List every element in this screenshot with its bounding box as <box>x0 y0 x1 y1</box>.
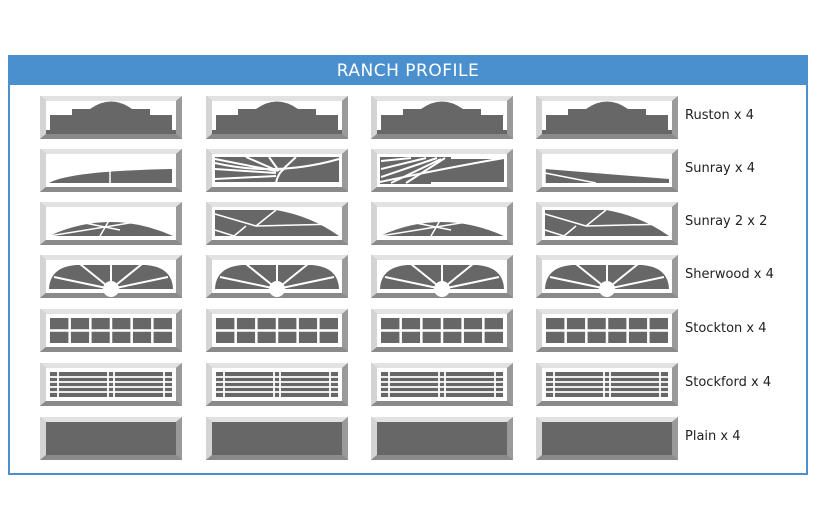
stockford-window-insert-4 <box>536 363 678 406</box>
sunray2-window-insert-4 <box>536 202 678 245</box>
stockton-window-insert-4 <box>536 309 678 352</box>
sunray2-window-insert-1 <box>40 202 182 245</box>
sunray2-window-insert-2 <box>206 202 348 245</box>
sherwood-window-insert-1 <box>40 255 182 298</box>
stockford-window-insert-1 <box>40 363 182 406</box>
row-label-sherwood: Sherwood x 4 <box>685 267 774 282</box>
ruston-window-insert-4 <box>536 96 678 139</box>
row-label-sunray2: Sunray 2 x 2 <box>685 214 768 229</box>
ruston-window-insert-3 <box>371 96 513 139</box>
stockton-window-insert-2 <box>206 309 348 352</box>
sunray-window-insert-4 <box>536 149 678 192</box>
ruston-window-insert-2 <box>206 96 348 139</box>
plain-window-insert-1 <box>40 417 182 460</box>
plain-window-insert-4 <box>536 417 678 460</box>
stockton-window-insert-1 <box>40 309 182 352</box>
ranch-profile-panel: RANCH PROFILE <box>8 55 808 475</box>
row-label-plain: Plain x 4 <box>685 429 741 444</box>
sherwood-window-insert-3 <box>371 255 513 298</box>
row-label-stockton: Stockton x 4 <box>685 321 767 336</box>
stockford-window-insert-3 <box>371 363 513 406</box>
stockton-window-insert-3 <box>371 309 513 352</box>
row-label-ruston: Ruston x 4 <box>685 108 754 123</box>
ruston-window-insert-1 <box>40 96 182 139</box>
panel-title: RANCH PROFILE <box>10 57 806 85</box>
stockford-window-insert-2 <box>206 363 348 406</box>
sunray-window-insert-1 <box>40 149 182 192</box>
sherwood-window-insert-4 <box>536 255 678 298</box>
plain-window-insert-2 <box>206 417 348 460</box>
row-label-stockford: Stockford x 4 <box>685 375 772 390</box>
sunray-window-insert-3 <box>371 149 513 192</box>
sherwood-window-insert-2 <box>206 255 348 298</box>
row-label-sunray: Sunray x 4 <box>685 161 755 176</box>
plain-window-insert-3 <box>371 417 513 460</box>
sunray-window-insert-2 <box>206 149 348 192</box>
sunray2-window-insert-3 <box>371 202 513 245</box>
